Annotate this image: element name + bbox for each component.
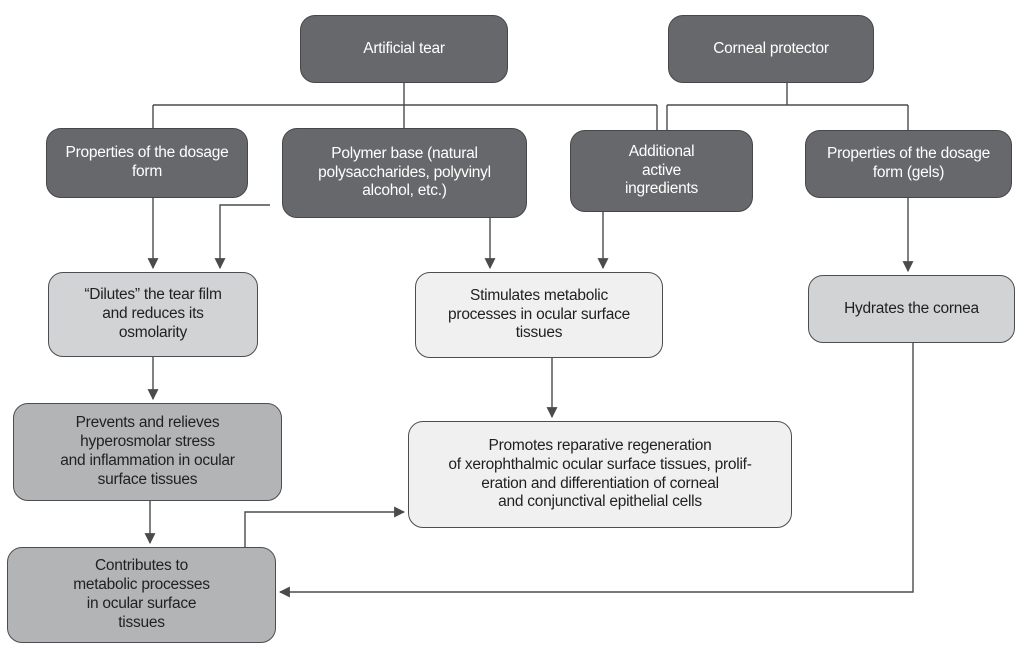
node-hydrates-cornea-label: Hydrates the cornea	[844, 299, 979, 317]
node-promotes-regeneration-label: Promotes reparative regeneration of xero…	[448, 436, 752, 511]
node-stimulates-metabolic-label: Stimulates metabolic processes in ocular…	[448, 286, 630, 342]
node-dilutes-tear-film: “Dilutes” the tear film and reduces its …	[48, 272, 258, 357]
arrow-hydrates-to-contributes	[278, 343, 914, 598]
node-properties-dosage-form-label: Properties of the dosage form	[65, 144, 229, 180]
node-contributes-metabolic: Contributes to metabolic processes in oc…	[7, 547, 276, 643]
node-artificial-tear: Artificial tear	[300, 15, 508, 83]
node-polymer-base: Polymer base (natural polysaccharides, p…	[282, 128, 527, 218]
arrow-polymer-to-dilutes	[214, 204, 270, 270]
node-properties-gels-label: Properties of the dosage form (gels)	[827, 145, 990, 181]
node-artificial-tear-label: Artificial tear	[363, 39, 445, 57]
node-corneal-protector-label: Corneal protector	[713, 39, 829, 57]
node-properties-dosage-form: Properties of the dosage form	[46, 128, 248, 198]
arrow-contributes-to-promotes	[244, 506, 406, 547]
node-additional-ingredients: Additional active ingredients	[570, 130, 753, 212]
node-additional-ingredients-label: Additional active ingredients	[624, 142, 699, 198]
node-hydrates-cornea: Hydrates the cornea	[808, 275, 1015, 343]
node-corneal-protector: Corneal protector	[668, 15, 874, 83]
node-prevents-hyperosmolar-label: Prevents and relieves hyperosmolar stres…	[60, 414, 235, 488]
node-prevents-hyperosmolar: Prevents and relieves hyperosmolar stres…	[13, 403, 282, 501]
node-dilutes-tear-film-label: “Dilutes” the tear film and reduces its …	[84, 286, 222, 341]
node-properties-gels: Properties of the dosage form (gels)	[805, 130, 1012, 198]
node-stimulates-metabolic: Stimulates metabolic processes in ocular…	[415, 272, 663, 358]
node-contributes-metabolic-label: Contributes to metabolic processes in oc…	[73, 557, 210, 631]
node-polymer-base-label: Polymer base (natural polysaccharides, p…	[318, 144, 491, 200]
node-promotes-regeneration: Promotes reparative regeneration of xero…	[408, 421, 792, 528]
